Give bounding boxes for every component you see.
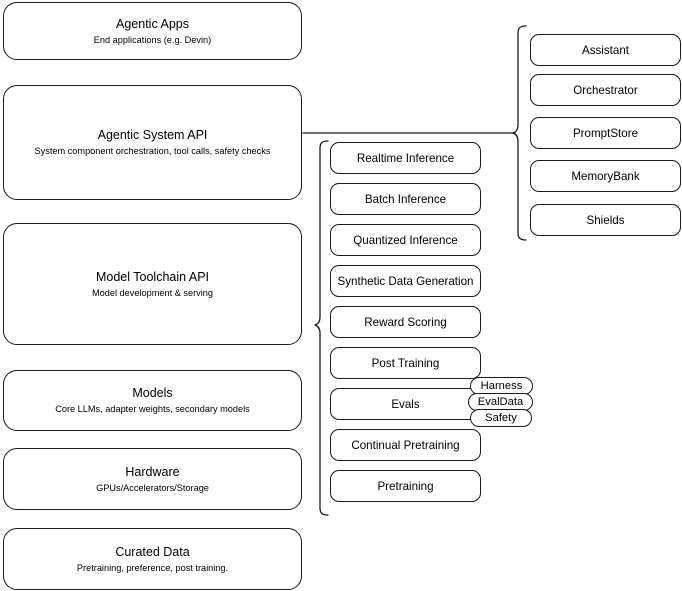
eval-tag-label: Safety: [485, 412, 517, 424]
component-label: Evals: [391, 397, 420, 411]
component-label: Batch Inference: [364, 192, 447, 206]
component-pretraining[interactable]: Pretraining: [330, 470, 481, 502]
layer-model-toolchain-api[interactable]: Model Toolchain API Model development & …: [3, 223, 302, 345]
component-orchestrator[interactable]: Orchestrator: [530, 74, 681, 106]
component-reward-scoring[interactable]: Reward Scoring: [330, 306, 481, 338]
layer-title: Model Toolchain API: [95, 269, 210, 284]
component-label: Assistant: [581, 43, 630, 57]
component-assistant[interactable]: Assistant: [530, 34, 681, 66]
layer-title: Models: [132, 386, 173, 400]
component-label: Continual Pretraining: [351, 438, 460, 452]
layer-subtitle: Model development & serving: [91, 287, 214, 298]
component-realtime-inference[interactable]: Realtime Inference: [330, 142, 481, 174]
component-batch-inference[interactable]: Batch Inference: [330, 183, 481, 215]
component-quantized-inference[interactable]: Quantized Inference: [330, 224, 481, 256]
component-label: Realtime Inference: [356, 151, 455, 165]
component-label: MemoryBank: [571, 169, 640, 183]
component-label: Shields: [586, 213, 625, 227]
layer-title: Hardware: [125, 464, 180, 479]
component-label: Reward Scoring: [364, 315, 447, 329]
layer-curated-data[interactable]: Curated Data Pretraining, preference, po…: [3, 528, 302, 590]
component-label: Post Training: [371, 356, 440, 370]
layer-title: Curated Data: [115, 544, 190, 559]
layer-subtitle: GPUs/Accelerators/Storage: [96, 482, 209, 493]
layer-subtitle: Pretraining, preference, post training.: [76, 562, 229, 573]
brace-toolchain-components: [314, 140, 329, 516]
eval-tag-label: Harness: [480, 380, 523, 392]
component-memorybank[interactable]: MemoryBank: [530, 160, 681, 192]
component-shields[interactable]: Shields: [530, 204, 681, 236]
component-promptstore[interactable]: PromptStore: [530, 117, 681, 149]
component-evals[interactable]: Evals: [330, 388, 481, 420]
layer-title: Agentic Apps: [116, 16, 189, 31]
component-label: Orchestrator: [573, 83, 638, 97]
component-synthetic-data-generation[interactable]: Synthetic Data Generation: [330, 265, 481, 297]
layer-models[interactable]: Models Core LLMs, adapter weights, secon…: [3, 370, 302, 431]
component-label: Quantized Inference: [353, 233, 458, 247]
layer-agentic-apps[interactable]: Agentic Apps End applications (e.g. Devi…: [3, 2, 302, 60]
layer-agentic-system-api[interactable]: Agentic System API System component orch…: [3, 85, 302, 200]
layer-title: Agentic System API: [97, 128, 208, 142]
eval-tag-label: EvalData: [477, 396, 524, 408]
component-label: Pretraining: [377, 479, 434, 493]
eval-tag-safety[interactable]: Safety: [470, 409, 532, 427]
component-continual-pretraining[interactable]: Continual Pretraining: [330, 429, 481, 461]
component-label: Synthetic Data Generation: [337, 274, 474, 288]
layer-subtitle: End applications (e.g. Devin): [93, 34, 212, 45]
layer-hardware[interactable]: Hardware GPUs/Accelerators/Storage: [3, 448, 302, 510]
component-post-training[interactable]: Post Training: [330, 347, 481, 379]
layer-subtitle: System component orchestration, tool cal…: [34, 146, 271, 156]
layer-subtitle: Core LLMs, adapter weights, secondary mo…: [55, 404, 250, 414]
brace-system-components: [512, 25, 527, 241]
component-label: PromptStore: [572, 126, 639, 140]
